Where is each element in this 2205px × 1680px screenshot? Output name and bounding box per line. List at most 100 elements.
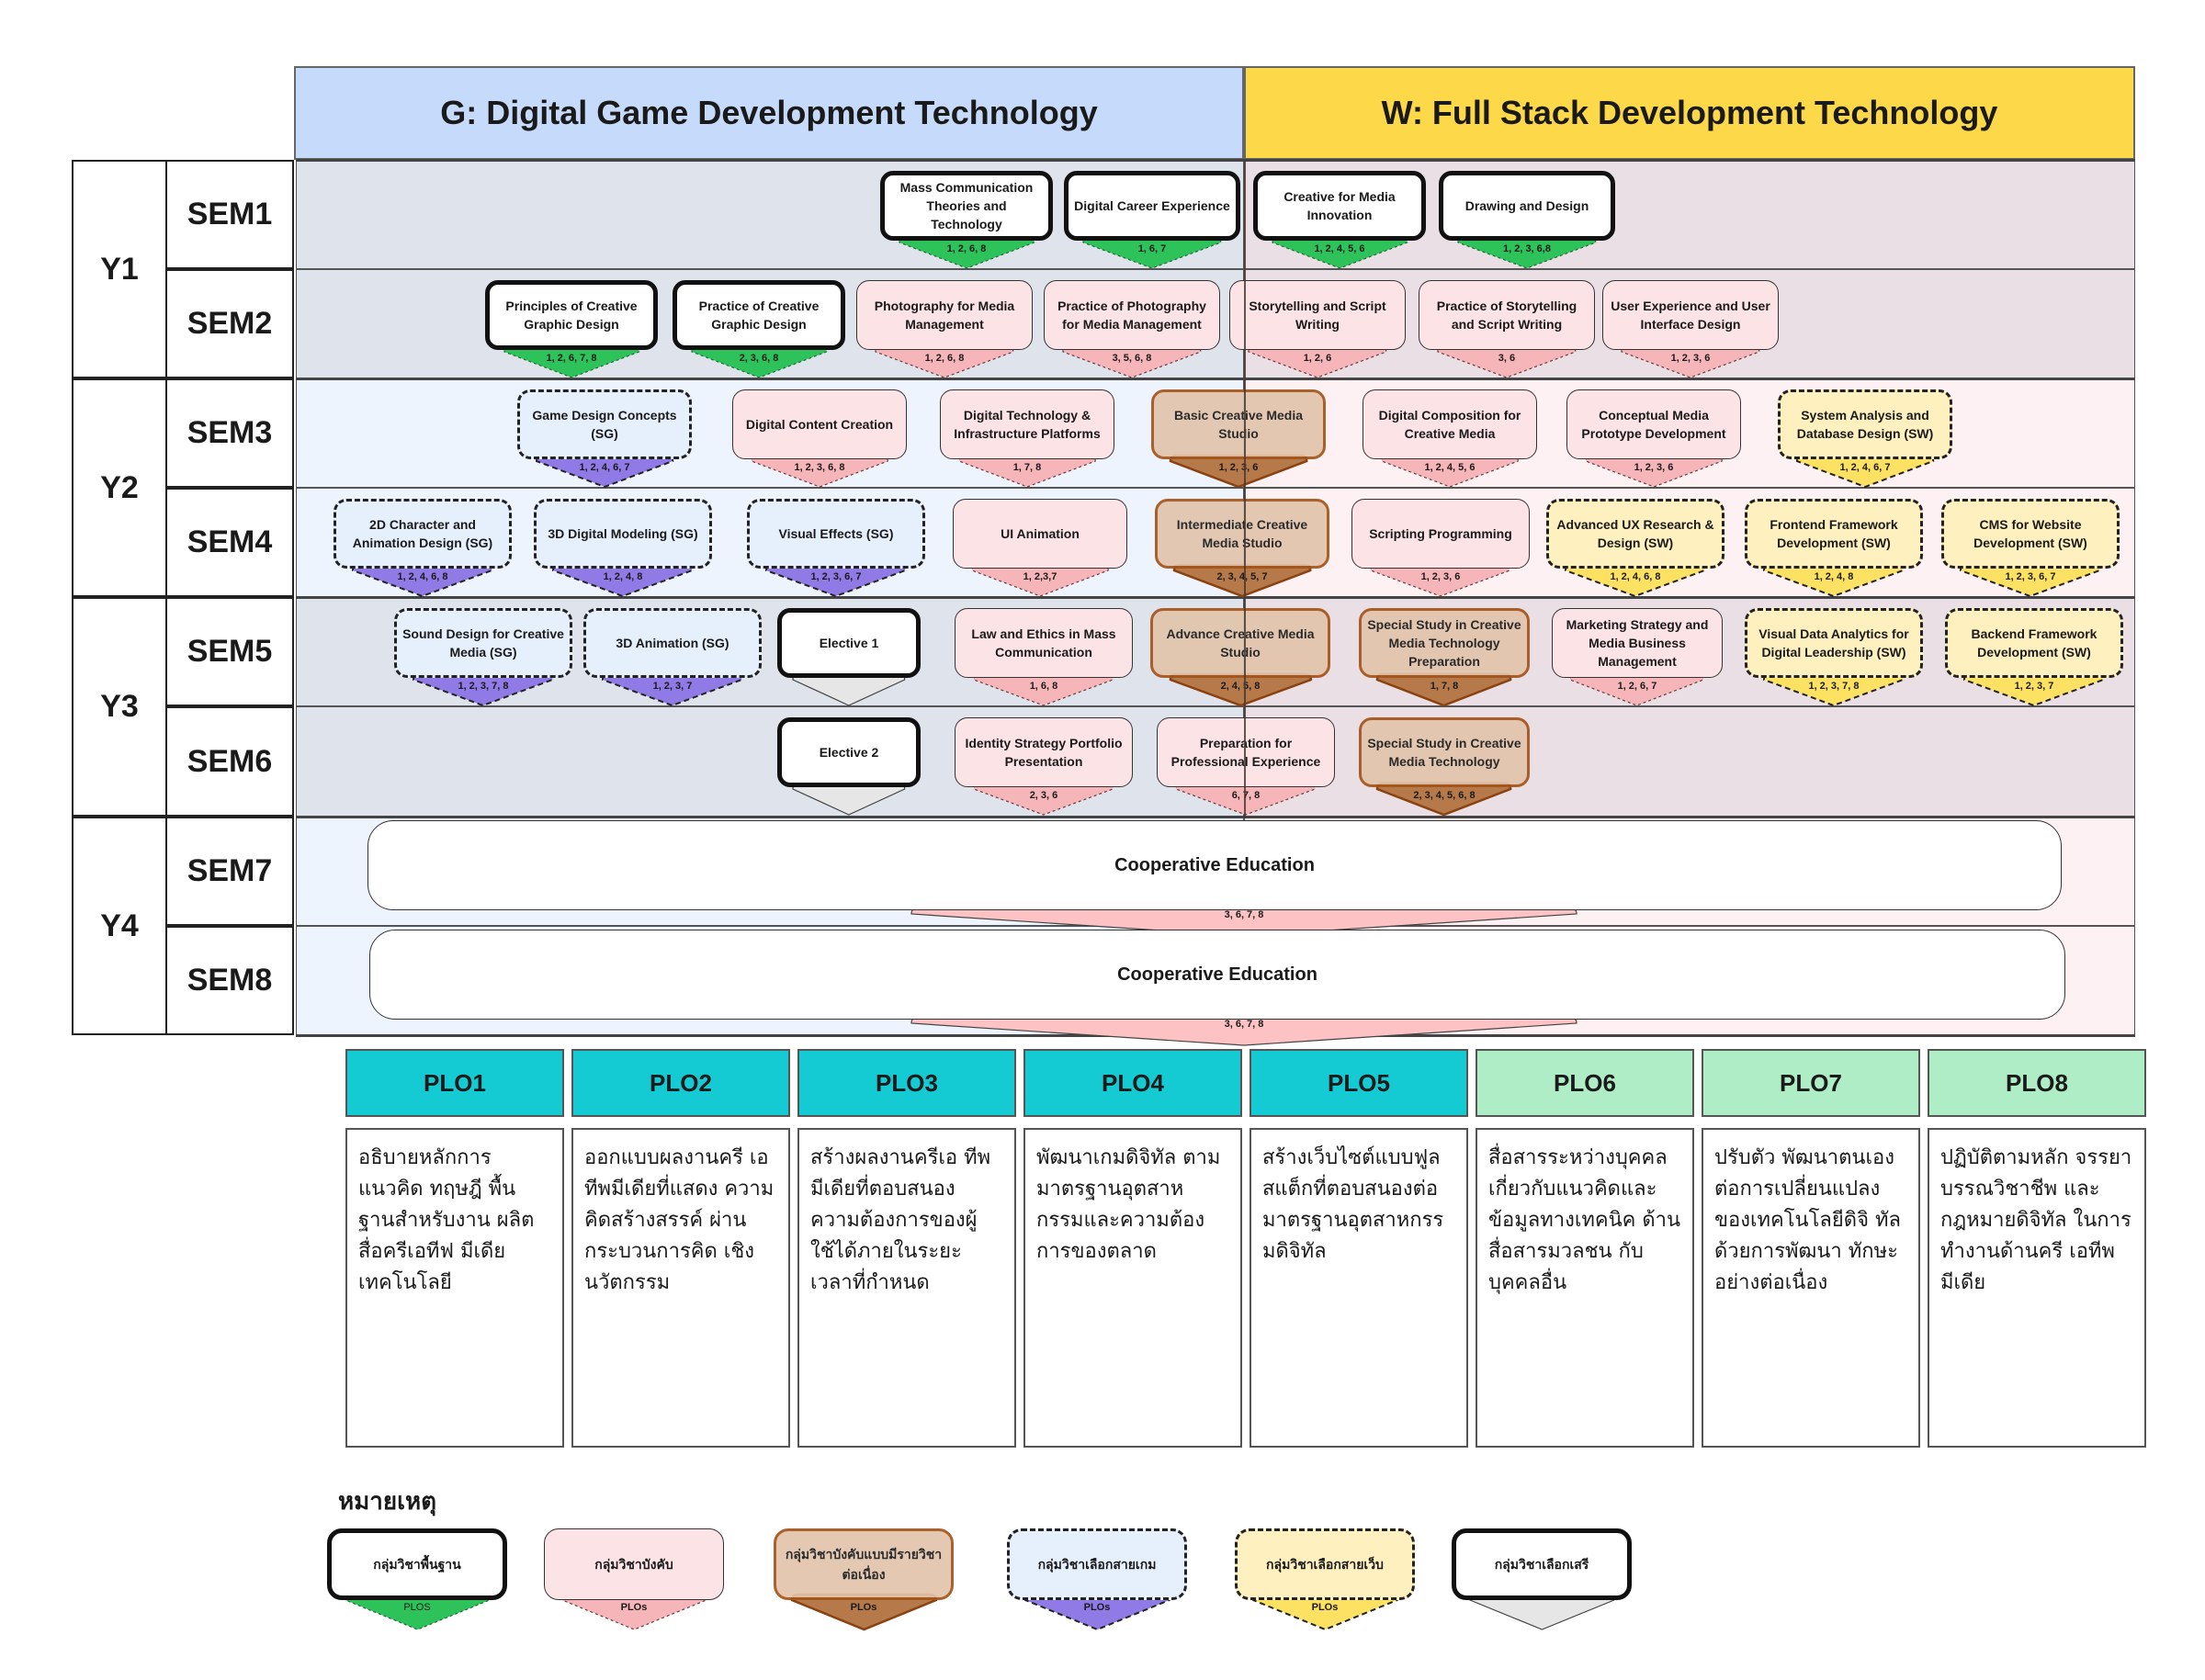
plo-arrow: 1, 2, 3, 6 (1585, 455, 1723, 488)
year-label: Y4 (72, 817, 167, 1035)
course-marketing[interactable]: Marketing Strategy and Media Business Ma… (1552, 608, 1723, 678)
plo-arrow-label: 1, 2, 3, 6 (1634, 462, 1674, 473)
legend-arrow-label: PLOs (1311, 1602, 1339, 1613)
course-intermediate-studio[interactable]: Intermediate Creative Media Studio (1155, 499, 1329, 569)
plo-arrow-label: 1, 2,3,7 (1023, 571, 1057, 582)
course-identity-portfolio[interactable]: Identity Strategy Portfolio Presentation (955, 717, 1133, 787)
plo-arrow-label: 3, 5, 6, 8 (1112, 353, 1152, 364)
plo-description-8: ปฏิบัติตามหลัก จรรยาบรรณวิชาชีพ และกฎหมา… (1928, 1128, 2146, 1448)
course-special-prep[interactable]: Special Study in Creative Media Technolo… (1359, 608, 1530, 678)
plo-arrow-label: 2, 3, 4, 5, 7 (1216, 571, 1268, 582)
legend-arrow-label: PLOs (1083, 1602, 1111, 1613)
plo-arrow-label: 1, 2, 6, 7 (1617, 681, 1657, 692)
plo-arrow-label: 1, 2, 3, 7 (2014, 681, 2054, 692)
course-ux-ui[interactable]: User Experience and User Interface Desig… (1602, 280, 1779, 350)
plo-arrow-label: 1, 2, 3, 6,8 (1502, 243, 1551, 254)
plo-header-2: PLO2 (571, 1049, 790, 1117)
legend-arrow-label: PLOs (620, 1602, 648, 1613)
semester-label: SEM7 (165, 817, 294, 926)
plo-description-7: ปรับตัว พัฒนาตนเอง ต่อการเปลี่ยนแปลง ของ… (1702, 1128, 1920, 1448)
plo-arrow: 1, 2, 3, 6, 7 (1960, 564, 2101, 598)
plo-arrow: 1, 2, 3, 6 (1621, 345, 1760, 378)
plo-arrow: 1, 2, 4, 5, 6 (1381, 455, 1519, 488)
semester-label: SEM5 (165, 597, 294, 706)
plo-arrow: 1, 2, 4, 6, 7 (1795, 455, 1935, 489)
course-law-ethics[interactable]: Law and Ethics in Mass Communication (955, 608, 1133, 678)
course-advance-studio[interactable]: Advance Creative Media Studio (1150, 608, 1330, 678)
course-creative-innovation[interactable]: Creative for Media Innovation (1253, 171, 1426, 241)
plo-arrow-label: 1, 6, 7 (1137, 243, 1167, 254)
plo-arrow: 1, 2, 6, 7, 8 (503, 345, 639, 378)
plo-arrow-label: 1, 2, 3, 6, 8 (794, 462, 845, 473)
plo-arrow: 2, 4, 5, 8 (1169, 672, 1312, 707)
course-2d-character[interactable]: 2D Character and Animation Design (SG) (334, 499, 512, 569)
plo-arrow: 1, 2, 4, 6, 7 (535, 455, 674, 489)
plo-arrow: 2, 3, 6, 8 (691, 345, 827, 378)
course-elective-2[interactable]: Elective 2 (777, 717, 921, 787)
course-visual-data[interactable]: Visual Data Analytics for Digital Leader… (1745, 608, 1923, 678)
plo-arrow-label: 3, 6, 7, 8 (1224, 909, 1264, 920)
plo-arrow: 1, 2, 3, 6 (1169, 454, 1308, 489)
plo-description-1: อธิบายหลักการ แนวคิด ทฤษฎี พื้นฐานสำหรับ… (345, 1128, 564, 1448)
plo-arrow: 1, 2, 6 (1248, 345, 1387, 378)
plo-arrow: 3, 5, 6, 8 (1062, 345, 1202, 378)
course-digital-career[interactable]: Digital Career Experience (1064, 171, 1240, 241)
plo-arrow: 1, 2, 4, 8 (1763, 564, 1905, 598)
course-elective-1[interactable]: Elective 1 (777, 608, 921, 678)
course-3d-animation[interactable]: 3D Animation (SG) (583, 608, 762, 678)
plo-header-8: PLO8 (1928, 1049, 2146, 1117)
plo-arrow-label: 1, 2, 3, 7 (652, 681, 693, 692)
legend-seq: กลุ่มวิชาบังคับแบบมีรายวิชาต่อเนื่อง (774, 1528, 954, 1600)
course-coop-7[interactable]: Cooperative Education (368, 820, 2062, 910)
plo-arrow-label: 2, 3, 4, 5, 6, 8 (1413, 790, 1476, 801)
course-ui-animation[interactable]: UI Animation (953, 499, 1127, 569)
course-frontend[interactable]: Frontend Framework Development (SW) (1745, 499, 1923, 569)
course-digital-tech[interactable]: Digital Technology & Infrastructure Plat… (940, 389, 1114, 459)
course-photography[interactable]: Photography for Media Management (856, 280, 1033, 350)
course-practice-graphic[interactable]: Practice of Creative Graphic Design (673, 280, 845, 350)
plo-arrow: 1, 6, 8 (973, 673, 1114, 706)
plo-arrow-label: 1, 2, 6, 7, 8 (546, 353, 597, 364)
course-mass-comm[interactable]: Mass Communication Theories and Technolo… (880, 171, 1053, 241)
course-practice-storytelling[interactable]: Practice of Storytelling and Script Writ… (1419, 280, 1595, 350)
semester-label: SEM2 (165, 269, 294, 378)
course-visual-effects[interactable]: Visual Effects (SG) (747, 499, 925, 569)
plo-arrow: 1, 2,3,7 (971, 564, 1109, 597)
course-coop-8[interactable]: Cooperative Education (369, 930, 2065, 1020)
plo-header-6: PLO6 (1476, 1049, 1694, 1117)
course-digital-composition[interactable]: Digital Composition for Creative Media (1363, 389, 1537, 459)
course-sound-design[interactable]: Sound Design for Creative Media (SG) (394, 608, 572, 678)
course-principles-graphic[interactable]: Principles of Creative Graphic Design (485, 280, 658, 350)
course-prep-professional[interactable]: Preparation for Professional Experience (1157, 717, 1335, 787)
legend-web: กลุ่มวิชาเลือกสายเว็บ (1235, 1528, 1415, 1600)
plo-arrow: 1, 6, 7 (1082, 236, 1222, 269)
year-label: Y2 (72, 378, 167, 597)
year-separator (296, 378, 2135, 380)
course-3d-modeling[interactable]: 3D Digital Modeling (SG) (534, 499, 712, 569)
plo-arrow: 1, 7, 8 (1376, 672, 1512, 707)
course-cms[interactable]: CMS for Website Development (SW) (1941, 499, 2120, 569)
plo-description-6: สื่อสารระหว่างบุคคล เกี่ยวกับแนวคิดและ ข… (1476, 1128, 1694, 1448)
plo-arrow: 1, 2, 3, 7 (602, 673, 743, 707)
course-backend[interactable]: Backend Framework Development (SW) (1945, 608, 2123, 678)
course-drawing-design[interactable]: Drawing and Design (1439, 171, 1615, 241)
legend-arrow-label: PLOS (403, 1602, 431, 1613)
course-basic-studio[interactable]: Basic Creative Media Studio (1151, 389, 1326, 459)
course-conceptual-prototype[interactable]: Conceptual Media Prototype Development (1566, 389, 1741, 459)
course-advanced-ux[interactable]: Advanced UX Research & Design (SW) (1546, 499, 1724, 569)
course-special-study[interactable]: Special Study in Creative Media Technolo… (1359, 717, 1530, 787)
plo-arrow: 2, 3, 6 (973, 783, 1114, 816)
semester-label: SEM8 (165, 926, 294, 1035)
course-scripting[interactable]: Scripting Programming (1351, 499, 1530, 569)
course-storytelling[interactable]: Storytelling and Script Writing (1229, 280, 1406, 350)
plo-header-5: PLO5 (1250, 1049, 1468, 1117)
course-digital-content[interactable]: Digital Content Creation (732, 389, 907, 459)
legend-game: กลุ่มวิชาเลือกสายเกม (1007, 1528, 1187, 1600)
course-practice-photography[interactable]: Practice of Photography for Media Manage… (1044, 280, 1220, 350)
course-system-analysis[interactable]: System Analysis and Database Design (SW) (1778, 389, 1952, 459)
plo-arrow (792, 673, 906, 706)
plo-arrow-label: 1, 2, 3, 7, 8 (458, 681, 509, 692)
semester-label: SEM1 (165, 160, 294, 269)
plo-arrow-label: 2, 3, 6 (1029, 790, 1058, 801)
course-game-design[interactable]: Game Design Concepts (SG) (517, 389, 692, 459)
